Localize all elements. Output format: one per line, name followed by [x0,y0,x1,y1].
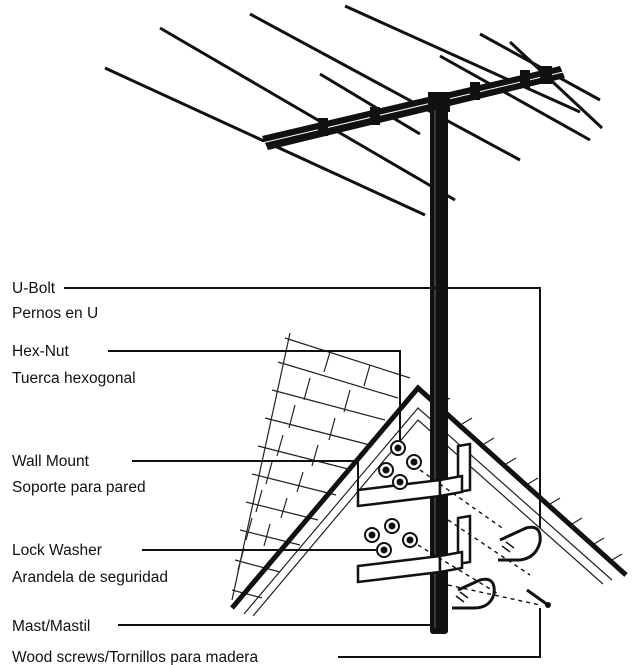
assembly-guides [417,469,541,606]
wall-mount-leader [132,460,359,490]
lock-washer-label-es: Arandela de seguridad [12,569,168,586]
wall-mount-upper [356,442,472,508]
wood-screws-leader [338,608,541,658]
hex-nut-label-es: Tuerca hexogonal [12,370,136,387]
wall-mount-label-es: Soporte para pared [12,479,146,496]
labels: U-Bolt Pernos en U Hex-Nut Tuerca hexogo… [12,280,258,665]
lock-washer-label: Lock Washer [12,542,102,559]
antenna-elements [104,4,604,217]
roof [230,332,628,617]
hex-nut-label: Hex-Nut [12,343,70,360]
mast [430,98,448,634]
wood-screw [526,588,551,608]
roof-left-face-edge [231,332,291,601]
u-bolt-label: U-Bolt [12,280,56,297]
mast-label: Mast/Mastil [12,618,90,635]
u-bolts [452,525,542,610]
wall-mount-lower [356,514,472,584]
hex-nuts [364,440,422,558]
antenna [104,4,604,217]
leader-lines [64,287,541,658]
u-bolt-label-es: Pernos en U [12,305,98,322]
antenna-boom [261,66,565,150]
wood-screws-label: Wood screws/Tornillos para madera [12,649,258,665]
hex-nut-leader [108,350,401,440]
wall-mount-label: Wall Mount [12,453,90,470]
u-bolt-leader [64,287,541,528]
